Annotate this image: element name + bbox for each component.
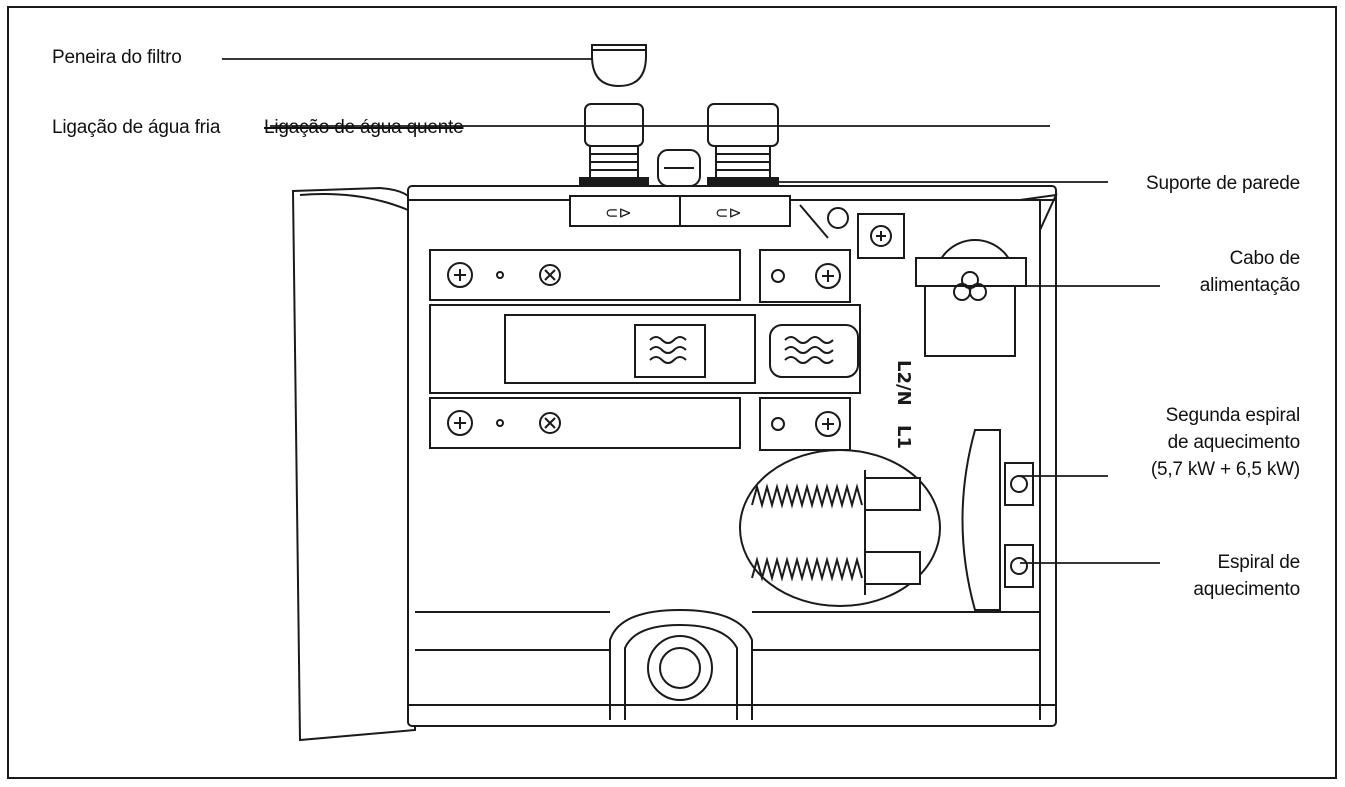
label-heating-coil-line2: aquecimento xyxy=(1193,579,1300,600)
svg-text:⊂⊳: ⊂⊳ xyxy=(715,203,742,222)
filter-screen-cap xyxy=(591,44,647,88)
leader-lines xyxy=(222,58,1160,564)
diagram-frame xyxy=(7,6,1337,779)
label-second-coil-line1: Segunda espiral xyxy=(1165,405,1301,426)
drain-fitting xyxy=(415,608,1040,720)
svg-text:⊂⊳: ⊂⊳ xyxy=(605,203,632,222)
cold-water-connector xyxy=(579,103,649,187)
label-wall-bracket: Suporte de parede xyxy=(1146,173,1300,194)
label-cold-water: Ligação de água fria xyxy=(52,117,221,138)
upper-bar xyxy=(429,249,741,301)
label-power-cable-line2: alimentação xyxy=(1199,275,1300,296)
power-cable-clamp xyxy=(915,239,1027,357)
terminal-label-l2n: L2/N xyxy=(893,360,914,406)
lower-bar xyxy=(429,397,741,449)
label-filter-screen: Peneira do filtro xyxy=(52,47,182,68)
heating-coils xyxy=(739,449,941,607)
label-heating-coil-line1: Espiral de xyxy=(1217,552,1301,573)
terminal-label-l1: L1 xyxy=(893,425,914,449)
label-hot-water: Ligação de água quente xyxy=(264,117,464,138)
hot-water-connector xyxy=(707,103,779,187)
label-power-cable-line1: Cabo de xyxy=(1229,248,1301,269)
label-second-coil-line3: (5,7 kW + 6,5 kW) xyxy=(1150,459,1300,480)
label-second-coil-line2: de aquecimento xyxy=(1167,432,1301,453)
